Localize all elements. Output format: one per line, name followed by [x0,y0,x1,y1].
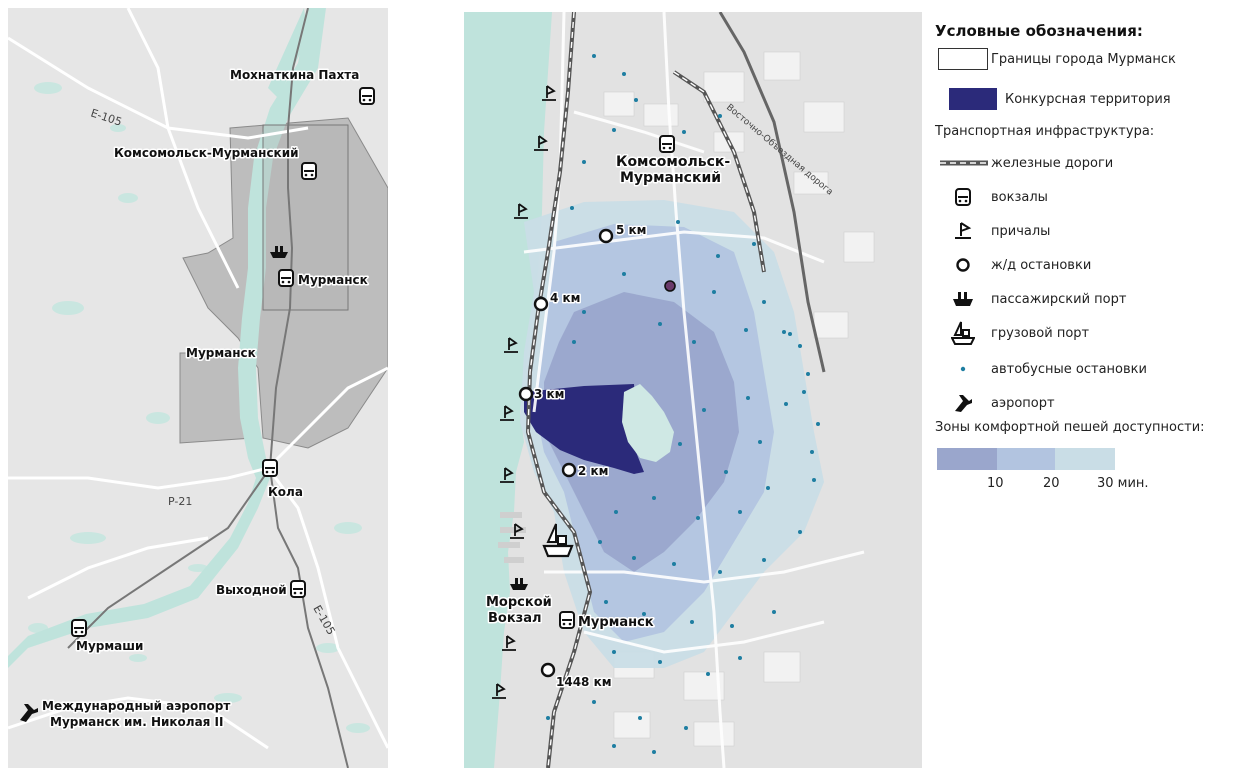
legend-item-bus-stop: автобусные остановки [935,358,1147,380]
rail-stop-label-2km: 2 км [578,464,608,478]
train-station-icon [262,459,278,477]
pier-icons [492,85,556,699]
rail-stop-icon [561,462,577,478]
legend-item-cargo-port: грузовой порт [935,321,1090,345]
legend-label: пассажирский порт [991,291,1127,307]
train-station-icon [559,611,575,629]
place-label-mokhnatkina: Мохнаткина Пахта [230,68,359,82]
legend-item-station: вокзалы [935,186,1048,208]
rail-stop-icon [540,662,556,678]
zone-20-swatch [997,448,1055,470]
legend-label: Конкурсная территория [1005,91,1171,107]
legend-item-rail-stop: ж/д остановки [935,254,1091,276]
train-station-icon [290,580,306,598]
legend-label: грузовой порт [991,325,1090,341]
rail-stop-label-1448km: 1448 км [556,675,612,689]
rail-stop-icon-purple [664,280,676,292]
zone-30-swatch [1055,448,1115,470]
zoom-frame [262,124,349,311]
zone-scale-label-30: 30 мин. [1097,476,1149,491]
legend-label: ж/д остановки [991,257,1092,273]
legend-label: железные дороги [991,155,1114,171]
roads [8,8,388,750]
kola-bay-detail [464,12,552,768]
competition-area [524,384,644,474]
airport-label-line2: Мурманск им. Николая II [50,715,223,729]
zone-scale-label-20: 20 [1043,476,1060,491]
legend-item-city-boundary: Границы города Мурманск [935,48,1176,70]
train-station-icon [359,87,375,105]
transport-heading: Транспортная инфраструктура: [935,124,1155,139]
komsomolsk-label-line1: Комсомольск- [616,154,730,170]
train-station-icon [71,619,87,637]
legend: Условные обозначения: Границы города Мур… [935,22,1245,502]
city-boundary-icon [935,48,991,70]
lake-in-area [622,384,674,462]
train-station-icon [278,269,294,287]
place-label-murmashi: Мурмаши [76,639,143,653]
rail-stop-icon [533,296,549,312]
zone-10-swatch [937,448,997,470]
rail-stop-label-3km: 3 км [534,387,564,401]
port-piers [498,512,526,563]
place-label-vykhodnoy: Выходной [216,583,287,597]
train-station-icon [659,135,675,153]
legend-item-passenger-port: пассажирский порт [935,288,1126,310]
pier-icon [935,220,991,242]
sea-station-label-line2: Вокзал [488,611,542,626]
railway-lines-detail [525,12,826,768]
airport-icon [935,392,991,414]
legend-item-competition-area: Конкурсная территория [935,88,1171,110]
zone-scale-label-10: 10 [987,476,1004,491]
kola-bay [8,8,326,668]
road-label-p21: P-21 [168,495,192,508]
cargo-port-icon [935,321,991,345]
competition-area-icon [935,88,1005,110]
bus-stop-dots [546,54,820,754]
place-label-murmansk-station: Мурманск [298,273,368,287]
place-label-murmansk-city: Мурманск [186,346,256,360]
legend-label: Границы города Мурманск [991,51,1176,67]
rail-stop-icon [598,228,614,244]
legend-label: аэропорт [991,395,1055,411]
railway-lines [67,8,349,768]
airport-label-line1: Международный аэропорт [42,699,230,713]
zones-heading: Зоны комфортной пешей доступности: [935,420,1205,435]
overview-map: E-105 P-21 E-105 Мохнаткина Пахта Комсом… [8,8,388,768]
legend-item-pier: причалы [935,220,1050,242]
komsomolsk-label-line2: Мурманский [620,170,721,186]
rail-stop-icon [935,254,991,276]
passenger-port-icon [510,578,528,590]
passenger-port-icon [935,288,991,310]
streets [523,12,865,768]
legend-title: Условные обозначения: [935,22,1143,40]
place-label-komsomolsk: Комсомольск-Мурманский [114,146,299,160]
rail-stop-label-4km: 4 км [550,291,580,305]
passenger-port-icon [270,246,288,258]
legend-label: причалы [991,223,1051,239]
place-label-kola: Кола [268,485,303,499]
train-station-icon [935,186,991,208]
legend-label: вокзалы [991,189,1048,205]
cargo-port-icon [542,523,574,558]
train-station-icon [301,162,317,180]
murmansk-station-label: Мурманск [578,615,654,630]
zone-scale [937,448,1115,470]
legend-label: автобусные остановки [991,361,1147,377]
legend-item-railway: железные дороги [935,152,1113,174]
detail-map: 5 км 4 км 3 км 2 км 1448 км Комсомольск-… [464,12,922,768]
sea-station-label-line1: Морской [486,595,552,610]
railway-icon [935,152,991,174]
legend-item-airport: аэропорт [935,392,1055,414]
airport-icon [20,704,38,722]
rail-stop-label-5km: 5 км [616,223,646,237]
rail-stop-icon [518,386,534,402]
bus-stop-icon [935,358,991,380]
